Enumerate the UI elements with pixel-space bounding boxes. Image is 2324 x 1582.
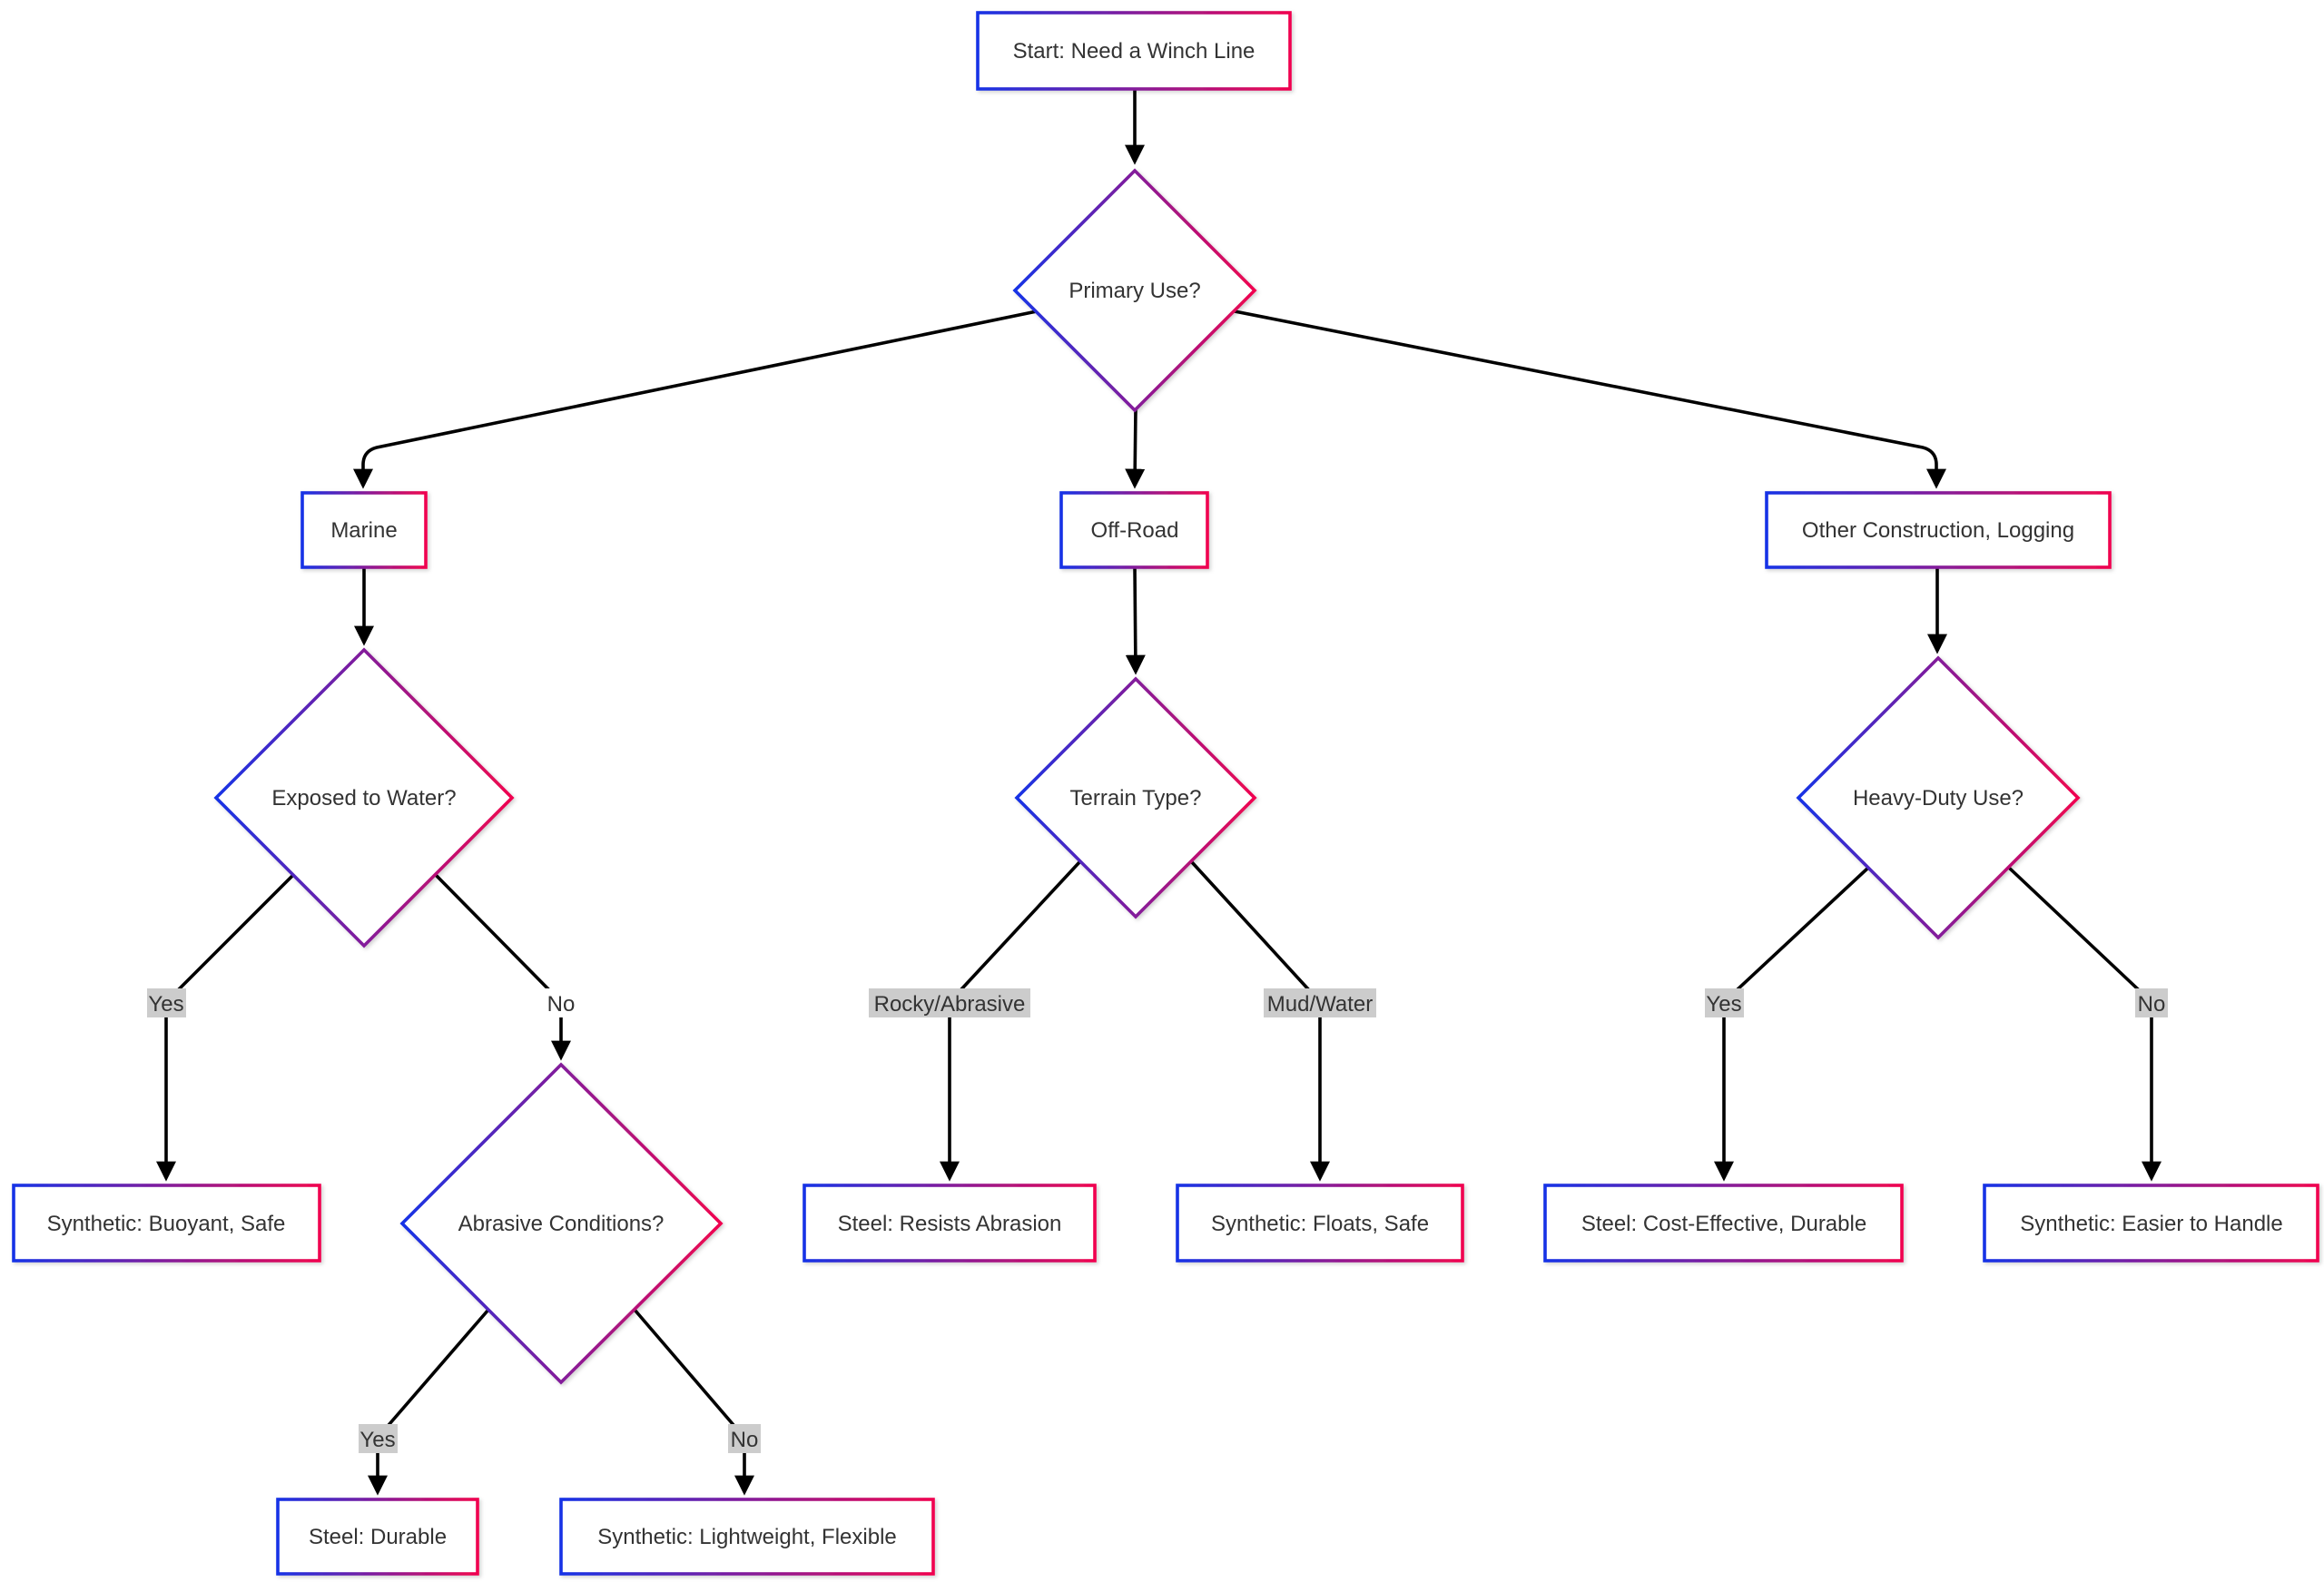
node-start: Start: Need a Winch Line xyxy=(976,11,1292,91)
decision-diamond xyxy=(213,647,515,948)
edge-abrasive-yes xyxy=(368,1308,490,1496)
edge-heavy-yes xyxy=(1714,866,1870,1182)
edge-primary-to-marine xyxy=(353,310,1038,489)
node-box xyxy=(12,1184,321,1263)
edge-primary-to-offroad xyxy=(1125,408,1146,489)
edge-heavy-no xyxy=(2007,866,2162,1182)
node-steel-durable: Steel: Durable xyxy=(276,1498,479,1576)
node-off-road: Off-Road xyxy=(1059,491,1209,569)
edge-label-water-no: No xyxy=(545,988,577,1017)
edge-label-text: No xyxy=(547,992,576,1017)
node-synthetic-buoyant: Synthetic: Buoyant, Safe xyxy=(12,1184,321,1263)
edge-terrain-mud xyxy=(1190,860,1330,1182)
edge-primary-to-other xyxy=(1234,310,1946,489)
edge-terrain-rocky xyxy=(940,860,1081,1182)
node-label: Terrain Type? xyxy=(1070,786,1202,811)
node-label: Exposed to Water? xyxy=(271,786,456,811)
node-label: Steel: Durable xyxy=(309,1525,447,1549)
node-label: Abrasive Conditions? xyxy=(458,1212,665,1236)
node-label: Synthetic: Easier to Handle xyxy=(2020,1212,2283,1236)
edge-label-heavy-no: No xyxy=(2135,988,2168,1017)
edge-label-terrain-mud: Mud/Water xyxy=(1264,988,1376,1017)
node-box xyxy=(1543,1184,1904,1263)
node-synthetic-floats: Synthetic: Floats, Safe xyxy=(1176,1184,1464,1263)
node-box xyxy=(1059,491,1209,569)
node-box xyxy=(1765,491,2112,569)
node-label: Other Construction, Logging xyxy=(1802,518,2074,543)
node-label: Marine xyxy=(330,518,397,543)
node-box xyxy=(803,1184,1097,1263)
node-label: Synthetic: Lightweight, Flexible xyxy=(597,1525,897,1549)
decision-diamond xyxy=(399,1062,724,1385)
edge-label-abrasive-no: No xyxy=(728,1424,761,1453)
node-other: Other Construction, Logging xyxy=(1765,491,2112,569)
node-box xyxy=(276,1498,479,1576)
edge-labels: Yes No Rocky/Abrasive Mud/Water Yes No Y… xyxy=(147,988,2168,1453)
node-label: Heavy-Duty Use? xyxy=(1853,786,2024,811)
node-label: Synthetic: Buoyant, Safe xyxy=(47,1212,286,1236)
edge-label-text: No xyxy=(2138,992,2166,1017)
decision-diamond xyxy=(1012,168,1257,413)
decision-diamond xyxy=(1796,655,2081,940)
node-heavy-duty: Heavy-Duty Use? xyxy=(1796,655,2081,940)
edge-abrasive-no xyxy=(633,1308,754,1496)
edge-label-heavy-yes: Yes xyxy=(1705,988,1744,1017)
edge-label-text: Yes xyxy=(359,1428,395,1452)
edge-label-terrain-rocky: Rocky/Abrasive xyxy=(869,988,1030,1017)
edge-label-text: Mud/Water xyxy=(1267,992,1373,1017)
node-steel-cost: Steel: Cost-Effective, Durable xyxy=(1543,1184,1904,1263)
edge-label-text: Rocky/Abrasive xyxy=(874,992,1026,1017)
node-exposed-water: Exposed to Water? xyxy=(213,647,515,948)
edge-offroad-to-terrain xyxy=(1125,566,1146,675)
edge-label-water-yes: Yes xyxy=(147,988,186,1017)
node-label: Steel: Resists Abrasion xyxy=(838,1212,1062,1236)
node-label: Start: Need a Winch Line xyxy=(1013,39,1256,64)
node-box xyxy=(559,1498,935,1576)
node-label: Primary Use? xyxy=(1068,279,1200,303)
edge-label-abrasive-yes: Yes xyxy=(359,1424,398,1453)
node-marine: Marine xyxy=(300,491,428,569)
edge-label-text: No xyxy=(731,1428,759,1452)
decision-diamond xyxy=(1014,676,1257,919)
node-terrain-type: Terrain Type? xyxy=(1014,676,1257,919)
node-box xyxy=(976,11,1292,91)
node-steel-resists: Steel: Resists Abrasion xyxy=(803,1184,1097,1263)
node-primary-use: Primary Use? xyxy=(1012,168,1257,413)
node-box xyxy=(1983,1184,2319,1263)
edge-label-text: Yes xyxy=(1706,992,1741,1017)
nodes: Start: Need a Winch Line Primary Use? Ma… xyxy=(12,11,2319,1576)
node-synthetic-easier: Synthetic: Easier to Handle xyxy=(1983,1184,2319,1263)
node-label: Steel: Cost-Effective, Durable xyxy=(1581,1212,1866,1236)
node-synthetic-lightweight: Synthetic: Lightweight, Flexible xyxy=(559,1498,935,1576)
node-abrasive-conditions: Abrasive Conditions? xyxy=(399,1062,724,1385)
node-box xyxy=(1176,1184,1464,1263)
edge-water-no xyxy=(434,873,571,1061)
node-label: Off-Road xyxy=(1091,518,1179,543)
node-label: Synthetic: Floats, Safe xyxy=(1211,1212,1429,1236)
edge-label-text: Yes xyxy=(148,992,183,1017)
edge-water-yes xyxy=(156,873,295,1182)
node-box xyxy=(300,491,428,569)
